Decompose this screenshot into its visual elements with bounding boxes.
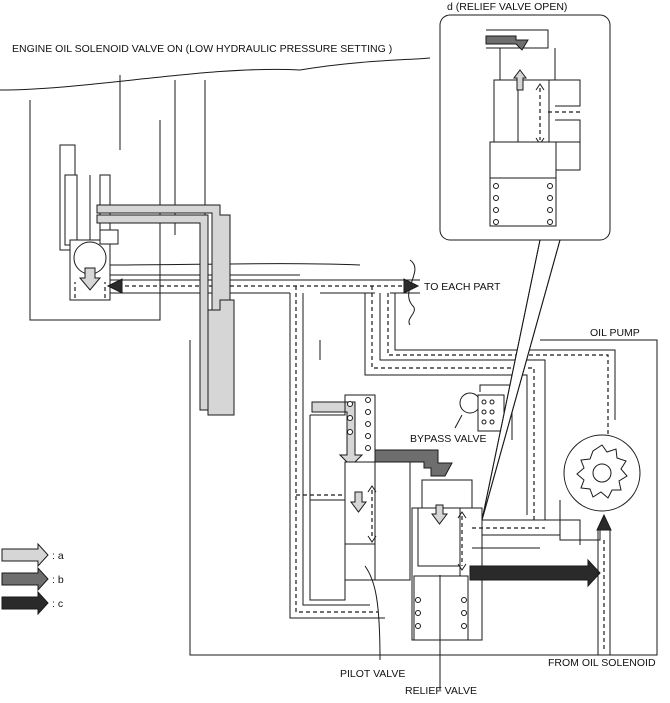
pilot-valve: PILOT VALVE	[296, 394, 411, 680]
diagram-title: ENGINE OIL SOLENOID VALVE ON (LOW HYDRAU…	[12, 43, 392, 55]
legend: : a : b : c	[1, 542, 64, 616]
relief-ducts	[472, 519, 560, 549]
bypass-valve: BYPASS VALVE	[410, 384, 513, 445]
bypass-valve-label: BYPASS VALVE	[410, 433, 486, 445]
from-oil-solenoid: FROM OIL SOLENOID	[548, 513, 656, 669]
path-a	[96, 204, 364, 467]
path-c	[469, 558, 601, 588]
legend-item-c: : c	[1, 590, 63, 616]
legend-item-b: : b	[1, 566, 64, 592]
legend-label-b: : b	[52, 574, 64, 586]
detail-callout	[439, 14, 611, 521]
relief-valve-label: RELIEF VALVE	[405, 685, 477, 697]
path-b	[374, 449, 453, 477]
main-gallery: TO EACH PART	[106, 259, 616, 619]
detail-title: d (RELIEF VALVE OPEN)	[447, 1, 567, 13]
pilot-valve-label: PILOT VALVE	[340, 668, 405, 680]
legend-label-c: : c	[52, 598, 63, 610]
legend-item-a: : a	[1, 542, 64, 568]
relief-valve: RELIEF VALVE	[405, 479, 483, 697]
oil-pump-label: OIL PUMP	[590, 327, 640, 339]
to-each-part-label: TO EACH PART	[424, 281, 501, 293]
from-oil-solenoid-label: FROM OIL SOLENOID	[548, 657, 656, 669]
oil-pump-gear	[540, 434, 641, 545]
legend-label-a: : a	[52, 550, 64, 562]
